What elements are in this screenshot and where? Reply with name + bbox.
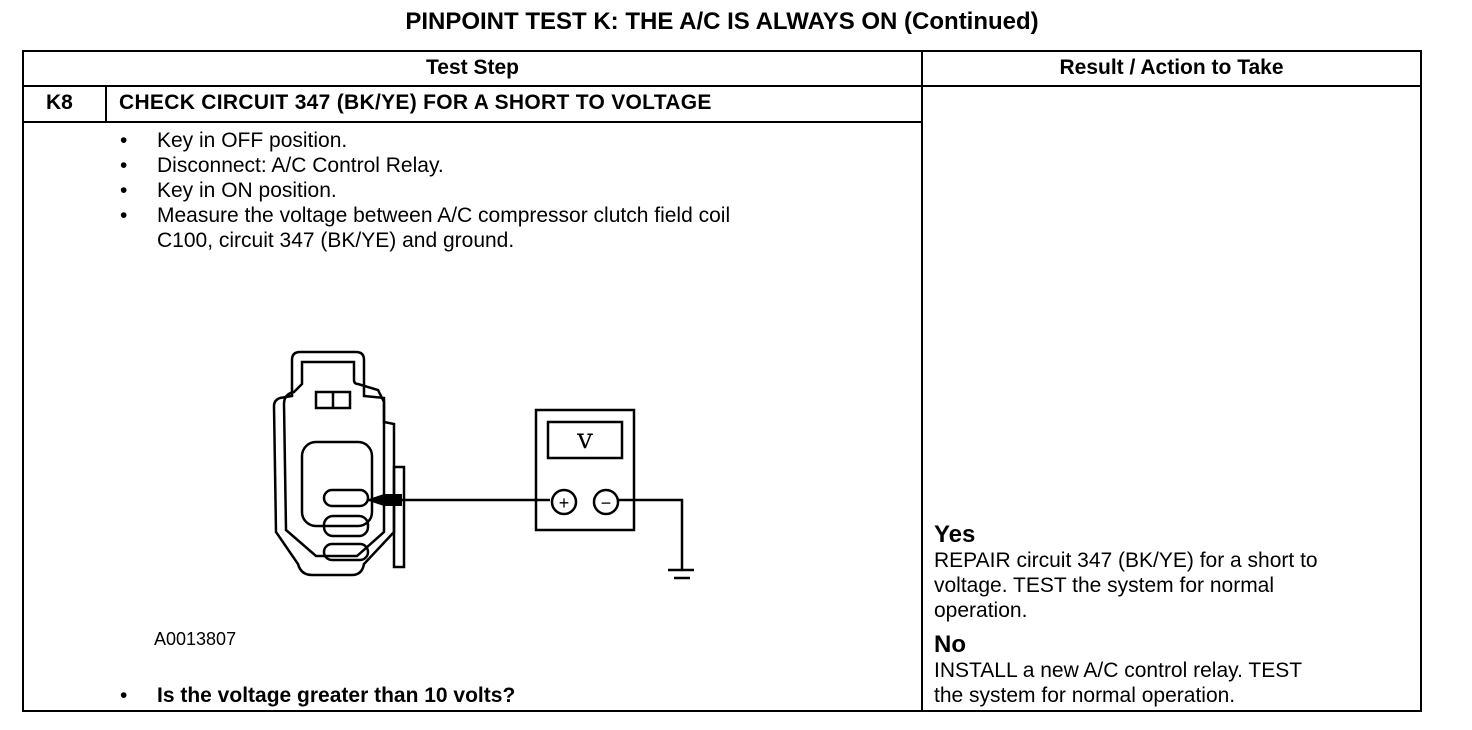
instruction-text: Measure the voltage between A/C compress… <box>157 204 731 227</box>
result-no-line: the system for normal operation. <box>934 684 1236 707</box>
question-text: Is the voltage greater than 10 volts? <box>157 684 516 707</box>
voltmeter-symbol: v <box>576 422 593 455</box>
result-no: No INSTALL a new A/C control relay. TEST… <box>934 632 1414 708</box>
voltmeter-display <box>546 420 624 460</box>
connector-body-outline <box>272 350 396 577</box>
ground-test-lead <box>618 498 684 570</box>
instruction-text: C100, circuit 347 (BK/YE) and ground. <box>157 229 515 252</box>
connector-pin-2 <box>322 514 370 538</box>
bullet-marker: • <box>120 154 128 177</box>
probe-tip <box>366 494 402 506</box>
pinpoint-test-table: Test Step Result / Action to Take K8 CHE… <box>22 50 1422 712</box>
voltmeter-positive-terminal <box>550 488 578 516</box>
instruction-item: • Measure the voltage between A/C compres… <box>112 203 912 228</box>
bullet-marker: • <box>120 684 128 707</box>
figure-id: A0013807 <box>154 629 237 649</box>
step-title-divider <box>24 121 921 123</box>
step-id: K8 <box>46 91 73 114</box>
instruction-item: • Key in ON position. <box>112 178 912 203</box>
minus-symbol: − <box>601 493 612 513</box>
result-yes: Yes REPAIR circuit 347 (BK/YE) for a sho… <box>934 522 1414 623</box>
instruction-text: Key in OFF position. <box>157 129 348 152</box>
connector-pin-3 <box>322 542 370 562</box>
instruction-item: • Disconnect: A/C Control Relay. <box>112 153 912 178</box>
voltmeter-negative-terminal <box>592 488 620 516</box>
bullet-marker: • <box>120 129 128 152</box>
instruction-text: Disconnect: A/C Control Relay. <box>157 154 444 177</box>
connector-cavity-top <box>300 440 374 528</box>
connector-inner-outline <box>282 360 386 558</box>
instruction-item-continued: C100, circuit 347 (BK/YE) and ground. <box>112 228 912 253</box>
instruction-item: • Key in OFF position. <box>112 128 912 153</box>
step-id-divider <box>105 85 107 121</box>
column-divider <box>921 52 923 710</box>
connector-side-tab <box>392 465 406 569</box>
plus-symbol: + <box>559 493 570 513</box>
bullet-marker: • <box>120 204 128 227</box>
step-instructions: • Key in OFF position. • Disconnect: A/C C… <box>112 128 912 253</box>
result-yes-label: Yes <box>934 521 976 548</box>
bullet-marker: • <box>120 179 128 202</box>
instruction-text: Key in ON position. <box>157 179 337 202</box>
connector-voltmeter-diagram: v + − <box>272 350 694 580</box>
header-test-step: Test Step <box>426 56 519 79</box>
header-divider <box>24 85 1420 87</box>
header-result: Result / Action to Take <box>1059 56 1284 79</box>
result-yes-line: REPAIR circuit 347 (BK/YE) for a short t… <box>934 549 1318 572</box>
result-no-label: No <box>934 631 966 658</box>
result-yes-line: voltage. TEST the system for normal <box>934 574 1275 597</box>
connector-pin-1 <box>322 488 370 508</box>
step-title: CHECK CIRCUIT 347 (BK/YE) FOR A SHORT TO… <box>119 91 712 114</box>
result-yes-line: operation. <box>934 599 1028 622</box>
step-question: • Is the voltage greater than 10 volts? <box>112 684 515 708</box>
page-title: PINPOINT TEST K: THE A/C IS ALWAYS ON (C… <box>405 8 1039 35</box>
result-no-line: INSTALL a new A/C control relay. TEST <box>934 659 1303 682</box>
voltmeter-body <box>534 408 636 532</box>
